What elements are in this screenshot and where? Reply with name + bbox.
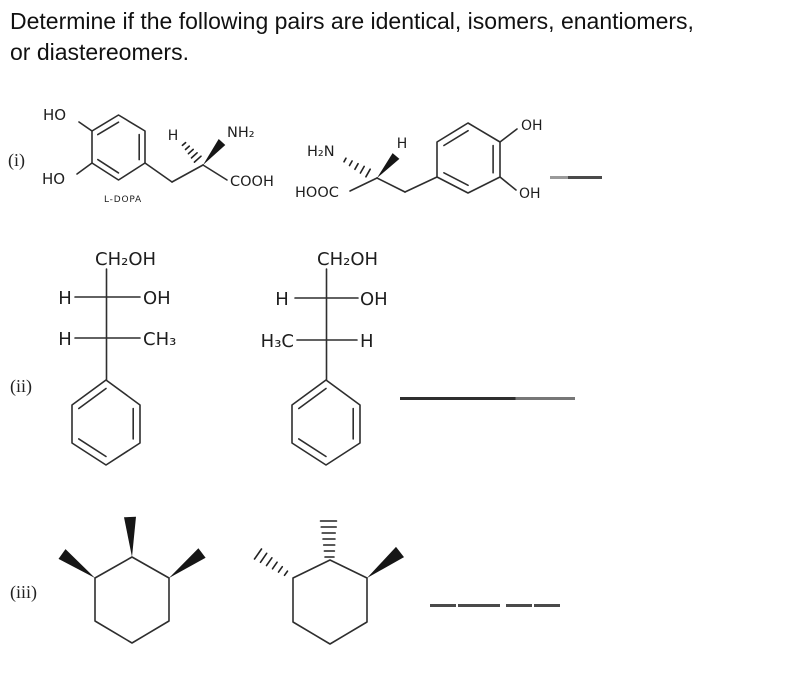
h-label: H — [58, 329, 72, 350]
ch3-label: CH₃ — [143, 329, 176, 350]
pair-i-label: (i) — [8, 150, 25, 170]
oh-label: OH — [143, 288, 171, 309]
cyclohexane-ring — [292, 559, 368, 645]
ch2oh-label: CH₂OH — [95, 249, 156, 270]
blank-dash — [506, 604, 532, 607]
oh-bond — [499, 176, 517, 191]
wedge-methyl-right — [169, 548, 206, 578]
fischer-projection-right: CH₂OH H OH H₃C H — [261, 249, 388, 466]
blank-dash — [458, 604, 500, 607]
oh-top-label: OH — [521, 118, 543, 134]
wedge-methyl-right — [367, 546, 404, 578]
fischer-projection-left: CH₂OH H OH H CH₃ — [58, 249, 176, 466]
answer-blank-iii — [430, 604, 560, 622]
side-chain — [144, 162, 228, 183]
hooc-label: HOOC — [295, 185, 339, 201]
title-line-1: Determine if the following pairs are ide… — [10, 8, 694, 34]
phenyl-ring — [291, 379, 361, 466]
oh-bond — [76, 162, 93, 175]
h-label: H — [168, 128, 179, 144]
wedge-bond-to-NH2 — [203, 139, 226, 165]
blank-dash — [534, 604, 560, 607]
oh-label: OH — [360, 289, 388, 310]
pair-ii-label: (ii) — [10, 376, 32, 396]
hooc-bond — [349, 177, 378, 192]
catechol-ring — [91, 114, 146, 181]
h-label: H — [58, 288, 72, 309]
hash-bond-to-H — [181, 141, 202, 163]
cyclohexane-mixed-stereo — [253, 520, 404, 645]
ch2oh-label: CH₂OH — [317, 249, 378, 270]
h3c-label: H₃C — [261, 331, 294, 352]
hash-methyl-top — [319, 520, 338, 558]
answer-blank-ii — [400, 397, 575, 400]
side-chain — [376, 176, 438, 193]
pair-iii-label: (iii) — [10, 582, 37, 602]
answer-blank-i — [550, 176, 602, 179]
oh-bond — [78, 121, 93, 132]
ldopa-caption: L-DOPA — [104, 195, 142, 205]
question-title: Determine if the following pairs are ide… — [10, 6, 694, 68]
wedge-bond-to-H — [377, 153, 400, 178]
structure-ldopa: HO HO H NH₂ COOH L-DOPA — [42, 106, 274, 205]
cooh-label: COOH — [230, 174, 274, 190]
structure-ldopa-mirror: H₂N H HOOC OH OH — [295, 118, 543, 202]
title-line-2: or diastereomers. — [10, 39, 189, 65]
h-label: H — [397, 136, 408, 152]
h-label: H — [360, 331, 374, 352]
wedge-methyl-left — [58, 549, 95, 578]
cyclohexane-all-wedge — [58, 516, 206, 644]
hash-methyl-left — [253, 548, 289, 577]
blank-dash — [430, 604, 456, 607]
h2n-label: H₂N — [307, 144, 335, 160]
catechol-ring — [436, 122, 501, 194]
ho-top-label: HO — [43, 106, 66, 124]
wedge-methyl-top — [124, 516, 136, 557]
h-label: H — [275, 289, 289, 310]
cyclohexane-ring — [94, 556, 170, 644]
ho-bottom-label: HO — [42, 170, 65, 188]
phenyl-ring — [71, 379, 141, 466]
oh-bottom-label: OH — [519, 186, 541, 202]
hash-bond-to-H2N — [343, 157, 371, 178]
oh-bond — [499, 128, 518, 143]
nh2-label: NH₂ — [227, 125, 255, 141]
